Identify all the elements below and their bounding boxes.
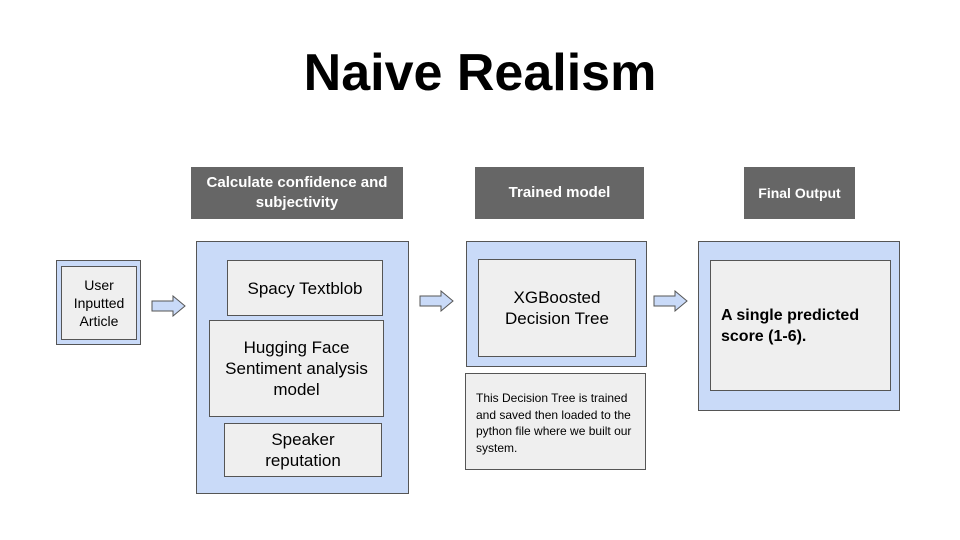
header-confidence: Calculate confidence and subjectivity bbox=[191, 167, 403, 219]
spacy-textblob-box: Spacy Textblob bbox=[227, 260, 383, 316]
final-output-panel: A single predicted score (1-6). bbox=[698, 241, 900, 411]
input-panel: User Inputted Article bbox=[56, 260, 141, 345]
speaker-reputation-box: Speaker reputation bbox=[224, 423, 382, 477]
arrow-right-icon bbox=[419, 290, 454, 312]
confidence-panel: Spacy Textblob Hugging Face Sentiment an… bbox=[196, 241, 409, 494]
xgboosted-tree-box: XGBoosted Decision Tree bbox=[478, 259, 636, 357]
page-title: Naive Realism bbox=[303, 44, 657, 102]
decision-tree-note: This Decision Tree is trained and saved … bbox=[465, 373, 646, 470]
arrow-right-icon bbox=[151, 295, 186, 317]
predicted-score-text: A single predicted score (1-6). bbox=[721, 306, 860, 345]
trained-model-panel: XGBoosted Decision Tree bbox=[466, 241, 647, 367]
header-trained-model: Trained model bbox=[475, 167, 644, 219]
hugging-face-box: Hugging Face Sentiment analysis model bbox=[209, 320, 384, 417]
predicted-score-box: A single predicted score (1-6). bbox=[710, 260, 891, 391]
input-article-box: User Inputted Article bbox=[61, 266, 137, 340]
header-final-output: Final Output bbox=[744, 167, 855, 219]
arrow-right-icon bbox=[653, 290, 688, 312]
